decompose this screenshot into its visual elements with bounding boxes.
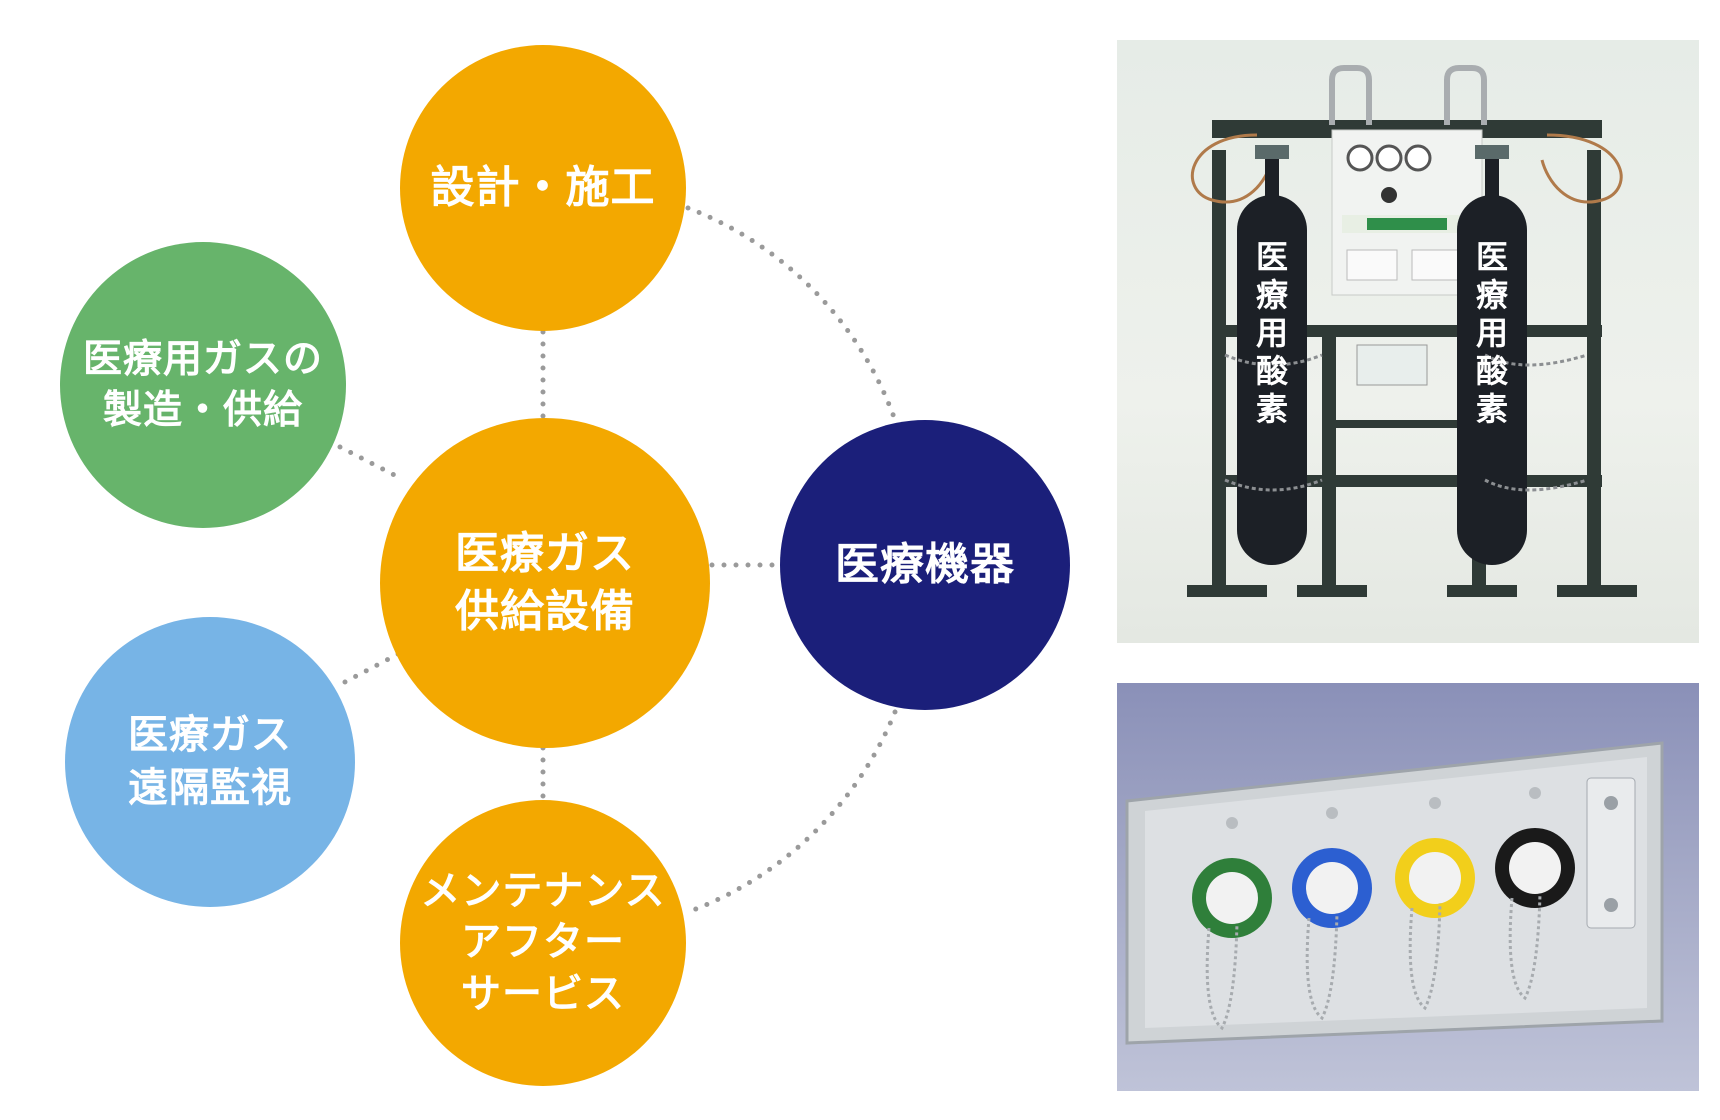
connector-gasmfg-supply (337, 444, 403, 481)
outlet-blue (1292, 848, 1372, 928)
medical-devices-label: 医療機器 (835, 538, 1015, 590)
gas-supply-equipment-label: 医療ガス 供給設備 (455, 527, 635, 637)
connector-monitoring-supply (342, 649, 405, 685)
connector-outer-arc-bottom (685, 709, 898, 915)
remote-monitoring-circle: 医療ガス 遠隔監視 (65, 617, 355, 907)
maintenance-circle: メンテナンス アフター サービス (400, 800, 686, 1086)
design-construction-label: 設計・施工 (430, 161, 656, 213)
maintenance-label: メンテナンス アフター サービス (420, 868, 666, 1017)
cylinder-right-text: 医療用酸素 (1476, 238, 1509, 428)
gas-manufacturing-label: 医療用ガスの 製造・供給 (82, 336, 323, 433)
outlet-yellow (1395, 838, 1475, 918)
gas-supply-equipment-circle: 医療ガス 供給設備 (380, 418, 710, 748)
gas-manufacturing-circle: 医療用ガスの 製造・供給 (60, 242, 346, 528)
medical-devices-circle: 医療機器 (780, 420, 1070, 710)
connector-lines (337, 205, 898, 915)
gas-outlet-panel-photo (1117, 683, 1699, 1091)
outlet-panel-illustration (1125, 741, 1664, 1045)
cylinder-manifold-illustration: 医療用酸素 医療用酸素 (1187, 65, 1637, 597)
outlet-green (1192, 858, 1272, 938)
oxygen-cylinder-manifold-photo: 医療用酸素 医療用酸素 (1117, 40, 1699, 643)
cylinder-left-text: 医療用酸素 (1256, 238, 1289, 428)
connector-outer-arc-top (685, 205, 898, 423)
outlet-black (1495, 828, 1575, 908)
remote-monitoring-label: 医療ガス 遠隔監視 (128, 712, 292, 811)
design-construction-circle: 設計・施工 (400, 45, 686, 331)
